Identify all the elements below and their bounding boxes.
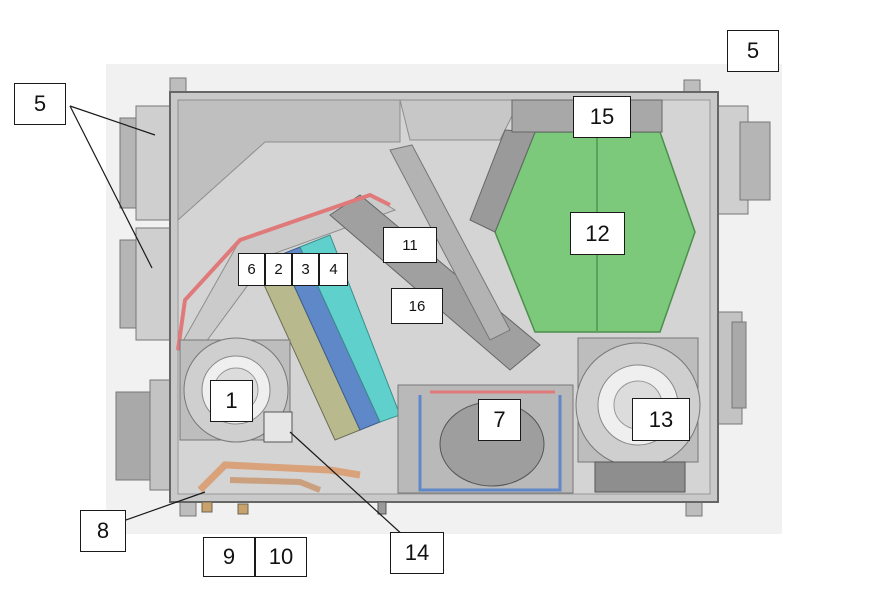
duct-left-middle bbox=[119, 227, 173, 341]
callout-7: 7 bbox=[478, 399, 521, 441]
connector-10 bbox=[237, 503, 249, 515]
callout-5-right: 5 bbox=[727, 30, 779, 72]
callout-11: 11 bbox=[383, 227, 437, 263]
duct-left-lower bbox=[115, 379, 175, 491]
control-board bbox=[594, 461, 686, 493]
callout-9: 9 bbox=[203, 537, 255, 577]
callout-1: 1 bbox=[210, 380, 253, 422]
leader-lines bbox=[69, 105, 406, 538]
callout-5-left: 5 bbox=[14, 83, 66, 125]
callout-13: 13 bbox=[632, 398, 690, 441]
callout-14: 14 bbox=[390, 532, 444, 574]
drain-pipe-secondary bbox=[229, 477, 322, 493]
connector-9 bbox=[201, 501, 213, 513]
connector-drain bbox=[377, 501, 387, 515]
callout-3: 3 bbox=[292, 253, 319, 286]
callout-4: 4 bbox=[319, 253, 348, 286]
callout-12: 12 bbox=[570, 212, 625, 255]
duct-left-upper bbox=[119, 105, 173, 221]
drain-pipe bbox=[197, 461, 361, 493]
callout-16: 16 bbox=[391, 288, 443, 324]
callout-6: 6 bbox=[238, 253, 265, 286]
filter-rail bbox=[389, 144, 511, 341]
partition-top-mid bbox=[399, 99, 521, 141]
callout-8: 8 bbox=[80, 510, 126, 552]
pipe-red-upper bbox=[176, 192, 391, 351]
exchanger-frame-left bbox=[469, 129, 536, 233]
partition-top-left bbox=[177, 99, 401, 222]
duct-right-upper bbox=[711, 105, 771, 215]
expansion-valve bbox=[263, 411, 293, 443]
callout-10: 10 bbox=[255, 537, 307, 577]
callout-15: 15 bbox=[573, 96, 631, 138]
callout-2: 2 bbox=[265, 253, 292, 286]
bracket-top-left bbox=[169, 77, 187, 93]
